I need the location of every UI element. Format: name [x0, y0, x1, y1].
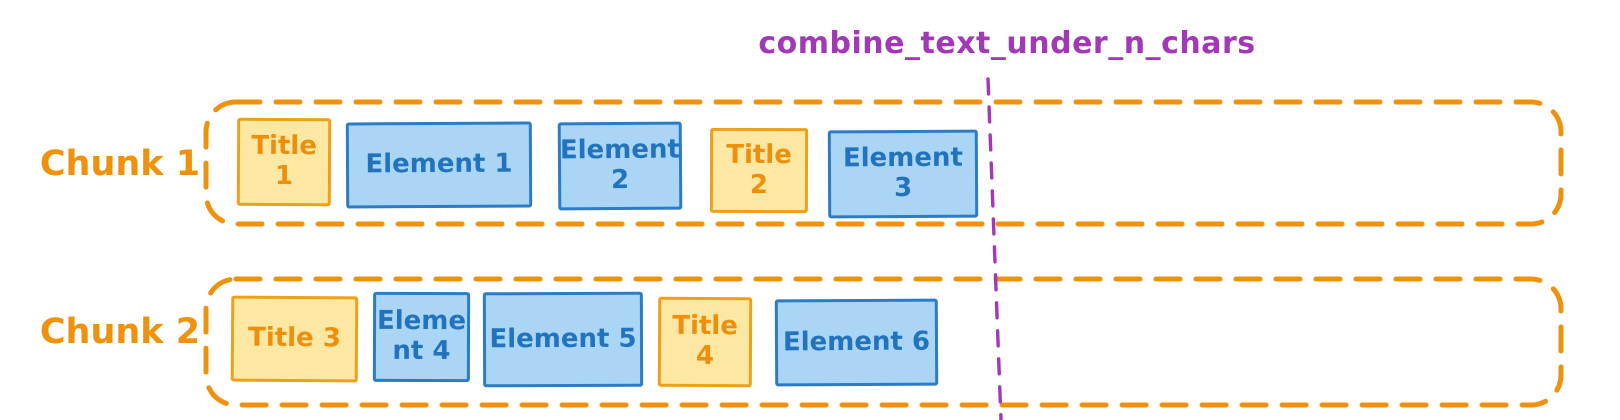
element-3-box: Element 3: [827, 129, 979, 219]
box-label: Eleme: [376, 305, 467, 337]
combine-threshold-divider-line: [986, 77, 1003, 420]
box-label: Title: [726, 139, 792, 170]
diagram-title: combine_text_under_n_chars: [758, 26, 1256, 61]
box-label: Title 3: [248, 322, 341, 354]
box-label: Element 5: [489, 323, 637, 354]
element-6-box: Element 6: [774, 298, 939, 387]
title-3-box: Title 3: [230, 295, 359, 383]
title-4-box: Title 4: [657, 296, 753, 388]
box-label: Title: [251, 130, 317, 162]
box-label: 1: [274, 160, 294, 192]
box-label: 2: [610, 164, 630, 196]
box-label: Element: [559, 134, 680, 166]
element-4-box: Eleme nt 4: [372, 291, 471, 383]
title-1-box: Title 1: [236, 117, 332, 207]
element-5-box: Element 5: [482, 291, 644, 388]
box-label: 2: [749, 169, 769, 200]
chunk-2-label: Chunk 2: [39, 312, 201, 352]
title-2-box: Title 2: [709, 127, 809, 214]
box-label: Title: [672, 310, 738, 342]
box-label: 4: [695, 340, 715, 372]
box-label: nt 4: [392, 335, 451, 367]
box-label: Element 1: [365, 148, 513, 180]
chunk-1-label: Chunk 1: [39, 144, 201, 184]
box-label: Element 3: [842, 142, 963, 204]
element-1-box: Element 1: [345, 121, 533, 209]
box-label: Element 6: [782, 326, 931, 357]
element-2-box: Element 2: [557, 121, 683, 211]
